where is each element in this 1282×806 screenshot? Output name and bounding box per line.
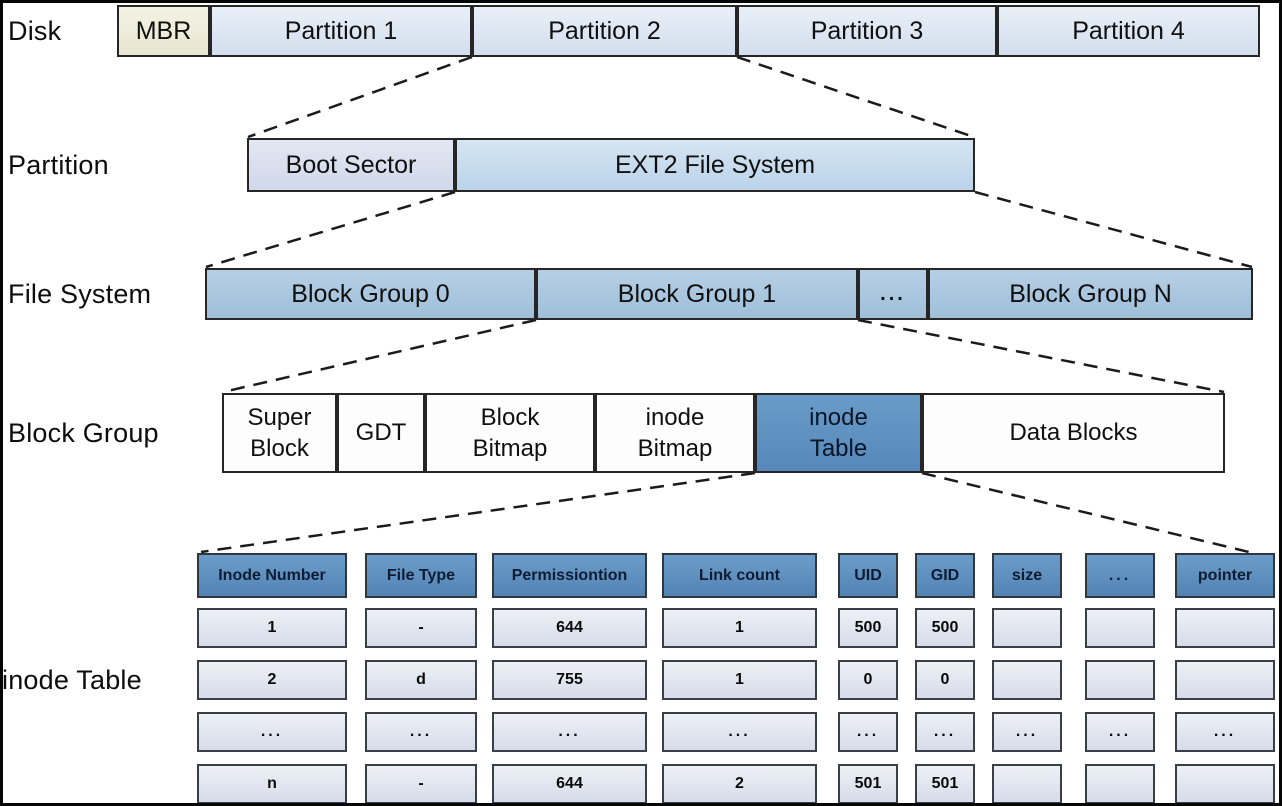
inode-table-cell — [1175, 608, 1275, 648]
disk-segment-partition-3: Partition 3 — [737, 5, 997, 57]
inode-table-header-file-type: File Type — [365, 553, 477, 598]
inode-table-cell — [992, 764, 1062, 804]
inode-table-cell: ... — [492, 712, 647, 752]
inode-table-cell: 1 — [662, 608, 817, 648]
inode-table-header-inode-number: Inode Number — [197, 553, 347, 598]
disk-segment-partition-2: Partition 2 — [472, 5, 737, 57]
connector-line — [247, 55, 473, 139]
fs-segment-ellipsis: ... — [858, 268, 928, 320]
disk-segment-mbr: MBR — [117, 5, 210, 57]
row-label-inode-table: inode Table — [2, 664, 142, 695]
connector-line — [974, 190, 1253, 269]
inode-table-cell: ... — [365, 712, 477, 752]
inode-table-cell: ... — [992, 712, 1062, 752]
bg-segment-gdt: GDT — [337, 393, 425, 473]
inode-table-cell: 500 — [838, 608, 898, 648]
inode-table-cell — [1175, 764, 1275, 804]
inode-table-cell — [1085, 608, 1155, 648]
bg-segment-super-block: Super Block — [222, 393, 337, 473]
inode-table-cell — [1085, 764, 1155, 804]
inode-table-cell: 0 — [915, 660, 975, 700]
bg-segment-data-blocks: Data Blocks — [922, 393, 1225, 473]
fs-segment-block-group-n: Block Group N — [928, 268, 1253, 320]
bg-segment-inode-table: inode Table — [755, 393, 922, 473]
inode-table-cell: 1 — [662, 660, 817, 700]
inode-table-cell: - — [365, 764, 477, 804]
disk-segment-partition-1: Partition 1 — [210, 5, 472, 57]
connector-line — [205, 190, 456, 269]
inode-table-header-uid: UID — [838, 553, 898, 598]
bg-segment-inode-bitmap: inode Bitmap — [595, 393, 755, 473]
partition-segment-ext2-file-system: EXT2 File System — [455, 138, 975, 192]
inode-table-cell: n — [197, 764, 347, 804]
inode-table-cell: 755 — [492, 660, 647, 700]
connector-line — [921, 471, 1250, 554]
bg-segment-block-bitmap: Block Bitmap — [425, 393, 595, 473]
row-label-disk: Disk — [8, 15, 62, 46]
inode-table-cell — [992, 660, 1062, 700]
inode-table-cell: 500 — [915, 608, 975, 648]
partition-segment-boot-sector: Boot Sector — [247, 138, 455, 192]
inode-table-cell: 2 — [197, 660, 347, 700]
inode-table-cell: 644 — [492, 608, 647, 648]
inode-table-cell — [992, 608, 1062, 648]
inode-table-cell: 0 — [838, 660, 898, 700]
inode-table-header-link-count: Link count — [662, 553, 817, 598]
inode-table-cell: ... — [1085, 712, 1155, 752]
fs-segment-block-group-1: Block Group 1 — [536, 268, 858, 320]
inode-table-cell: d — [365, 660, 477, 700]
inode-table-cell — [1085, 660, 1155, 700]
inode-table-cell: ... — [915, 712, 975, 752]
connector-line — [857, 318, 1225, 394]
inode-table-cell: ... — [197, 712, 347, 752]
inode-table-cell: 2 — [662, 764, 817, 804]
connector-line — [222, 318, 537, 394]
inode-table-cell: ... — [1175, 712, 1275, 752]
fs-segment-block-group-0: Block Group 0 — [205, 268, 536, 320]
inode-table-cell: 501 — [838, 764, 898, 804]
inode-table-cell: ... — [662, 712, 817, 752]
inode-table-header-pointer: pointer — [1175, 553, 1275, 598]
row-label-partition: Partition — [8, 149, 109, 180]
row-label-file-system: File System — [8, 278, 152, 309]
inode-table-cell: - — [365, 608, 477, 648]
inode-table-cell: 1 — [197, 608, 347, 648]
inode-table-header-gid: GID — [915, 553, 975, 598]
inode-table-cell: 501 — [915, 764, 975, 804]
connector-line — [736, 55, 975, 139]
connector-line — [200, 471, 756, 554]
inode-table-header-size: size — [992, 553, 1062, 598]
inode-table-header-ellipsis: ... — [1085, 553, 1155, 598]
row-label-block-group: Block Group — [8, 417, 159, 448]
disk-segment-partition-4: Partition 4 — [997, 5, 1260, 57]
inode-table-cell: 644 — [492, 764, 647, 804]
inode-table-header-permission: Permissiontion — [492, 553, 647, 598]
inode-table-cell: ... — [838, 712, 898, 752]
inode-table-cell — [1175, 660, 1275, 700]
